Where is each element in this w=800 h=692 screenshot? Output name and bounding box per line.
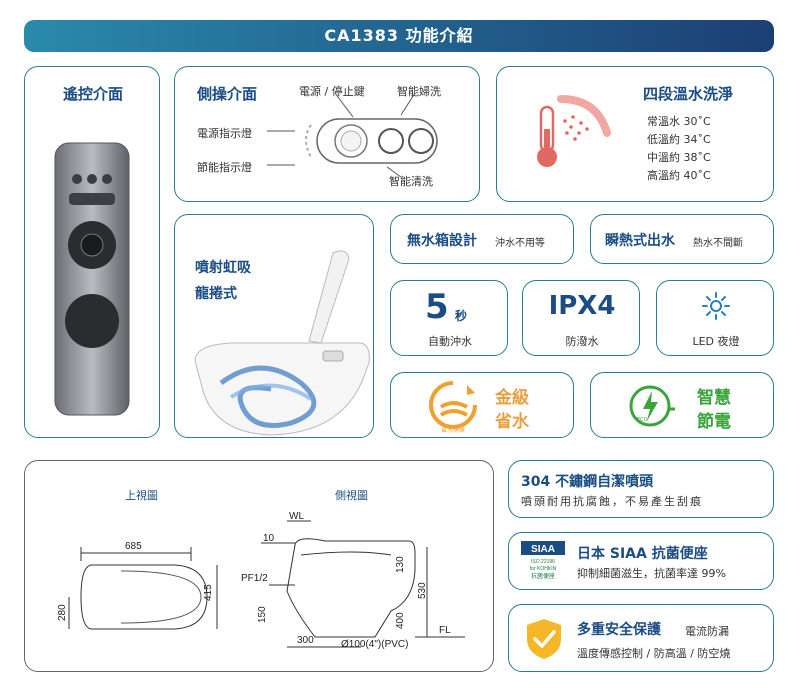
steel-card: 304 不鏽鋼自潔噴頭 噴頭耐用抗腐蝕，不易產生刮痕 xyxy=(508,460,774,518)
dim-fl: FL xyxy=(439,625,451,636)
siaa-card: SIAA ISO 22196 for KOHKIN 抗菌便座 日本 SIAA 抗… xyxy=(508,532,774,590)
jet-siphon-card: 噴射虹吸 龍捲式 xyxy=(174,214,374,438)
dim-150: 150 xyxy=(257,606,268,623)
dimension-drawing: 685 415 280 WL 10 PF1/2 150 130 400 530 … xyxy=(57,511,465,650)
siaa-title: 日本 SIAA 抗菌便座 xyxy=(577,546,708,562)
dim-685: 685 xyxy=(125,541,142,552)
eco-indicator-label: 節能指示燈 xyxy=(197,161,252,174)
siaa-logo-icon: SIAA ISO 22196 for KOHKIN 抗菌便座 xyxy=(521,541,565,580)
safety-card: 多重安全保護 電流防漏 溫度傳感控制 / 防高溫 / 防空燒 xyxy=(508,604,774,672)
smart-bidet-label: 智能婦洗 xyxy=(397,85,441,98)
water-saving-badge-icon xyxy=(429,381,477,429)
instant-heat-card: 瞬熱式出水 熱水不間斷 xyxy=(590,214,774,264)
dim-pf: PF1/2 xyxy=(241,573,268,584)
gold-line-2: 省水 xyxy=(495,412,529,432)
page-title: CA1383 功能介紹 xyxy=(24,20,774,52)
remote-card: 遙控介面 caesar xyxy=(24,66,160,438)
ipx4-value: IPX4 xyxy=(548,291,616,321)
instant-title: 瞬熱式出水 xyxy=(605,233,675,249)
temp-level-4: 高溫約 40˚C xyxy=(647,169,711,182)
dim-400: 400 xyxy=(395,612,406,629)
dim-415: 415 xyxy=(203,584,214,601)
svg-text:SIAA: SIAA xyxy=(531,544,555,555)
shield-check-icon xyxy=(527,619,561,659)
side-panel-card: 側操介面 電源 / 停止鍵 智能婦洗 電源指示燈 節能指示燈 智能清洗 xyxy=(174,66,480,202)
safety-title: 多重安全保護 xyxy=(577,622,661,638)
dim-280: 280 xyxy=(57,604,68,621)
temp-level-1: 常溫水 30˚C xyxy=(647,115,711,128)
steel-sub: 噴頭耐用抗腐蝕，不易產生刮痕 xyxy=(521,495,703,508)
water-temp-card: 四段溫水洗淨 常溫水 30˚C 低溫約 34˚C 中溫約 38˚C 高溫約 40… xyxy=(496,66,774,202)
dim-530: 530 xyxy=(417,582,428,599)
smart-power-line-2: 節電 xyxy=(697,412,731,432)
remote-control-image xyxy=(54,142,130,416)
smart-clean-label: 智能清洗 xyxy=(389,175,433,188)
tankless-title: 無水箱設計 xyxy=(407,233,477,249)
auto-flush-card: 5 秒 自動沖水 xyxy=(390,280,508,356)
temp-level-2: 低溫約 34˚C xyxy=(647,133,711,146)
eco-badge-text: ECO xyxy=(637,417,648,423)
led-card: LED 夜燈 xyxy=(656,280,774,356)
smart-power-line-1: 智慧 xyxy=(697,388,731,408)
side-panel-title: 側操介面 xyxy=(197,85,258,103)
dim-130: 130 xyxy=(395,556,406,573)
steel-title: 304 不鏽鋼自潔噴頭 xyxy=(521,474,654,490)
svg-text:抗菌便座: 抗菌便座 xyxy=(531,572,555,580)
temp-level-3: 中溫約 38˚C xyxy=(647,151,711,164)
gold-line-1: 金級 xyxy=(495,388,529,408)
safety-tag: 電流防漏 xyxy=(685,625,729,638)
dim-wl: WL xyxy=(289,511,304,522)
dim-300: 300 xyxy=(297,635,314,646)
toilet-image xyxy=(194,250,370,436)
thermometer-spray-icon xyxy=(537,95,611,167)
svg-text:for KOHKIN: for KOHKIN xyxy=(530,566,557,572)
top-view-title: 上視圖 xyxy=(125,489,158,502)
dim-drain: Ø100(4")(PVC) xyxy=(341,639,408,650)
instant-sub: 熱水不間斷 xyxy=(693,238,743,249)
led-label: LED 夜燈 xyxy=(692,335,740,348)
dimension-diagram-card: 上視圖 側視圖 685 415 280 WL 10 PF1/2 150 130 … xyxy=(24,460,494,672)
ipx4-card: IPX4 防潑水 xyxy=(522,280,640,356)
side-panel-diagram xyxy=(267,92,438,178)
siaa-sub: 抑制細菌滋生，抗菌率達 99% xyxy=(577,567,726,580)
remote-title: 遙控介面 xyxy=(62,85,123,103)
auto-flush-label: 自動沖水 xyxy=(428,335,472,348)
side-view-title: 側視圖 xyxy=(335,489,368,502)
jet-line-1: 噴射虹吸 xyxy=(195,260,251,276)
power-key-label: 電源 / 停止鍵 xyxy=(299,85,365,98)
jet-line-2: 龍捲式 xyxy=(195,286,237,302)
auto-flush-unit: 秒 xyxy=(455,309,468,323)
water-temp-title: 四段溫水洗淨 xyxy=(643,85,734,103)
svg-text:ISO 22196: ISO 22196 xyxy=(531,559,555,565)
gold-water-card: 省水標章 金級 省水 xyxy=(390,372,574,438)
tankless-card: 無水箱設計 沖水不用等 xyxy=(390,214,574,264)
eco-power-icon xyxy=(629,385,675,427)
dim-10: 10 xyxy=(263,533,275,544)
smart-power-card: ECO 智慧 節電 xyxy=(590,372,774,438)
auto-flush-seconds: 5 xyxy=(425,287,449,327)
sun-light-icon xyxy=(702,292,730,320)
gold-badge-text: 省水標章 xyxy=(440,427,465,434)
ipx4-label: 防潑水 xyxy=(565,335,599,348)
power-indicator-label: 電源指示燈 xyxy=(197,127,252,140)
tankless-sub: 沖水不用等 xyxy=(495,238,545,249)
safety-sub: 溫度傳感控制 / 防高溫 / 防空燒 xyxy=(577,647,731,660)
